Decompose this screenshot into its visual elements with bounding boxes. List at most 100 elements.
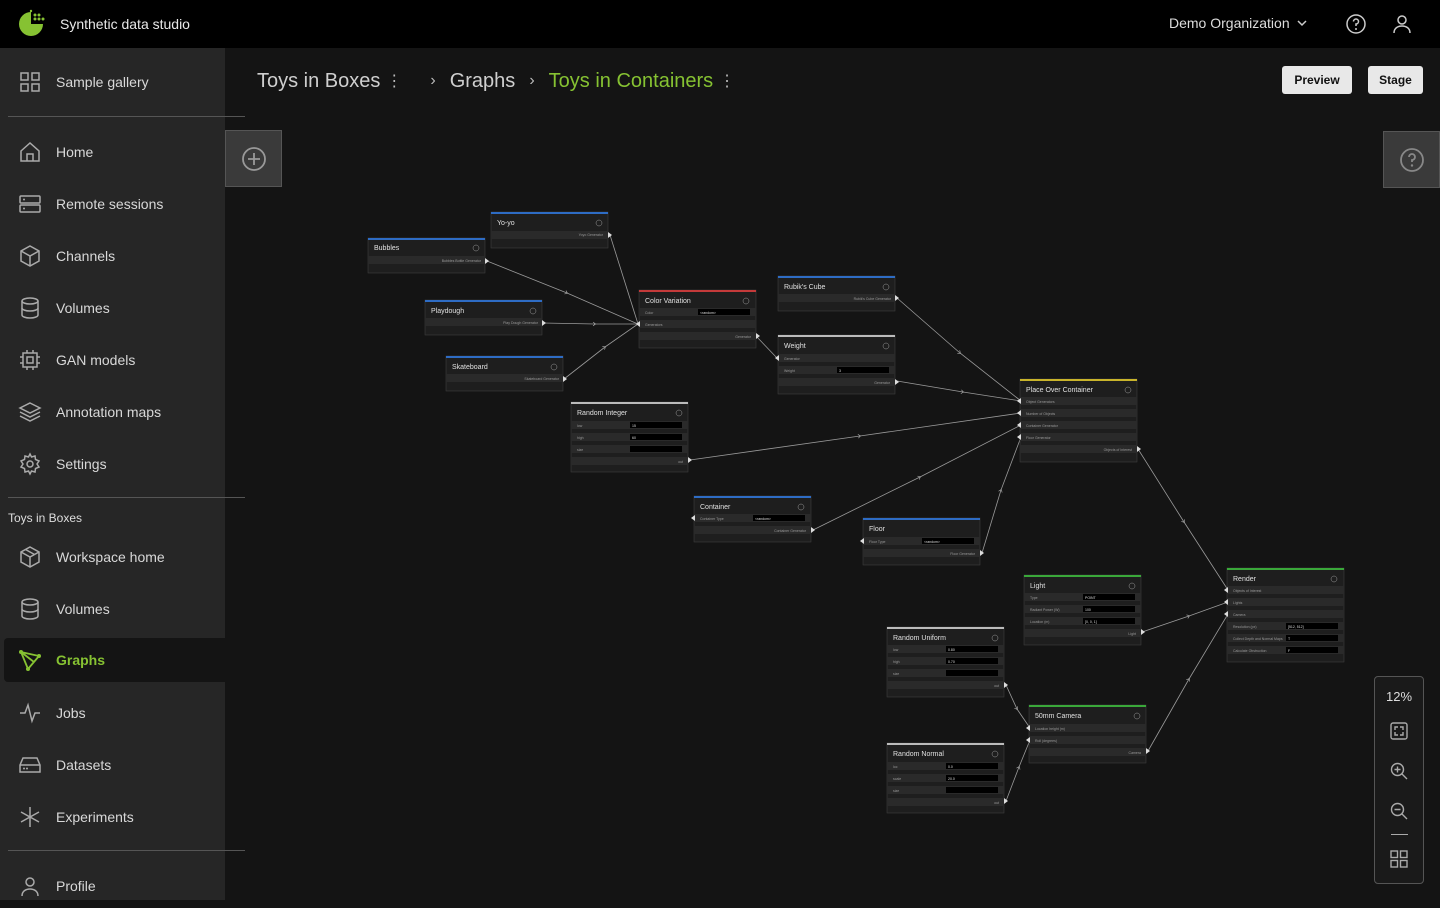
sidebar-item-gan-models[interactable]: GAN models bbox=[0, 338, 225, 382]
input-port[interactable] bbox=[775, 355, 779, 361]
light-type-field[interactable] bbox=[1083, 594, 1135, 600]
breadcrumb-workspace[interactable]: Toys in Boxes bbox=[257, 69, 381, 92]
sidebar-item-annotation-maps[interactable]: Annotation maps bbox=[0, 390, 225, 434]
grid-layout-icon[interactable] bbox=[1389, 849, 1409, 869]
info-icon[interactable] bbox=[1330, 575, 1338, 583]
input-port[interactable] bbox=[1017, 422, 1021, 428]
output-port[interactable] bbox=[1004, 682, 1008, 688]
more-options-icon[interactable]: ⋮ bbox=[719, 73, 736, 90]
node-color-variation[interactable]: Color Variation Color <random> Generator… bbox=[636, 289, 760, 349]
input-port[interactable] bbox=[1017, 398, 1021, 404]
size-field[interactable] bbox=[946, 670, 998, 676]
preview-button[interactable]: Preview bbox=[1282, 66, 1352, 94]
stage-button[interactable]: Stage bbox=[1368, 66, 1423, 94]
breadcrumb-section[interactable]: Graphs bbox=[449, 69, 516, 92]
low-field[interactable] bbox=[630, 422, 682, 428]
input-port[interactable] bbox=[1224, 611, 1228, 617]
info-icon[interactable] bbox=[797, 503, 805, 511]
input-port[interactable] bbox=[1017, 410, 1021, 416]
zoom-in-icon[interactable] bbox=[1389, 761, 1409, 781]
help-icon[interactable] bbox=[1344, 12, 1368, 36]
info-icon[interactable] bbox=[1128, 582, 1136, 590]
sidebar-item-volumes[interactable]: Volumes bbox=[0, 286, 225, 330]
input-port[interactable] bbox=[691, 515, 695, 521]
output-port[interactable] bbox=[811, 527, 815, 533]
input-port[interactable] bbox=[636, 321, 640, 327]
more-options-icon[interactable]: ⋮ bbox=[386, 73, 403, 90]
sidebar-item-jobs[interactable]: Jobs bbox=[0, 691, 225, 735]
input-port[interactable] bbox=[860, 538, 864, 544]
resolution-field[interactable] bbox=[1286, 623, 1338, 629]
info-icon[interactable] bbox=[595, 219, 603, 227]
info-icon[interactable] bbox=[882, 342, 890, 350]
sidebar-item-workspace-volumes[interactable]: Volumes bbox=[0, 587, 225, 631]
depth-maps-field[interactable] bbox=[1286, 635, 1338, 641]
input-port[interactable] bbox=[1017, 434, 1021, 440]
size-field[interactable] bbox=[630, 446, 682, 452]
info-icon[interactable] bbox=[675, 409, 683, 417]
sidebar-item-channels[interactable]: Channels bbox=[0, 234, 225, 278]
add-node-button[interactable] bbox=[225, 130, 282, 187]
input-port[interactable] bbox=[1026, 725, 1030, 731]
node-container[interactable]: Container Container Type <random> Contai… bbox=[691, 495, 815, 543]
color-field[interactable] bbox=[698, 309, 750, 315]
input-port[interactable] bbox=[1026, 737, 1030, 743]
node-render[interactable]: Render Objects of Interest Lights Camera… bbox=[1224, 567, 1345, 663]
container-type-field[interactable] bbox=[753, 515, 805, 521]
low-field[interactable] bbox=[946, 646, 998, 652]
node-floor[interactable]: Floor Floor Type <random> Floor Generato… bbox=[860, 517, 984, 566]
radiant-power-field[interactable] bbox=[1083, 606, 1135, 612]
output-port[interactable] bbox=[563, 376, 567, 382]
fit-view-icon[interactable] bbox=[1389, 721, 1409, 741]
output-port[interactable] bbox=[756, 333, 760, 339]
sidebar-item-remote-sessions[interactable]: Remote sessions bbox=[0, 182, 225, 226]
output-port[interactable] bbox=[1137, 446, 1141, 452]
info-icon[interactable] bbox=[742, 297, 750, 305]
info-icon[interactable] bbox=[882, 283, 890, 291]
organization-selector[interactable]: Demo Organization bbox=[1169, 15, 1308, 31]
node-playdough[interactable]: Playdough Play Dough Generator bbox=[424, 299, 546, 336]
graph-canvas[interactable]: Yo-yo Yoyo Generator Bubbles Bubbles Bot… bbox=[225, 96, 1440, 900]
info-icon[interactable] bbox=[472, 244, 480, 252]
size-field[interactable] bbox=[946, 787, 998, 793]
input-port[interactable] bbox=[1224, 599, 1228, 605]
user-account-icon[interactable] bbox=[1390, 12, 1414, 36]
node-light[interactable]: Light Type POINT Radiant Power (W) 100 L… bbox=[1023, 574, 1145, 646]
location-field[interactable] bbox=[1083, 618, 1135, 624]
output-port[interactable] bbox=[980, 550, 984, 556]
output-port[interactable] bbox=[1004, 798, 1008, 804]
info-icon[interactable] bbox=[1133, 712, 1141, 720]
sidebar-item-home[interactable]: Home bbox=[0, 130, 225, 174]
high-field[interactable] bbox=[946, 658, 998, 664]
info-icon[interactable] bbox=[1124, 386, 1132, 394]
weight-field[interactable] bbox=[837, 367, 889, 373]
output-port[interactable] bbox=[1146, 748, 1150, 754]
input-port[interactable] bbox=[1224, 587, 1228, 593]
sidebar-item-graphs[interactable]: Graphs bbox=[4, 638, 225, 682]
high-field[interactable] bbox=[630, 434, 682, 440]
output-port[interactable] bbox=[1141, 629, 1145, 635]
help-panel-button[interactable] bbox=[1383, 131, 1440, 188]
sidebar-item-profile[interactable]: Profile bbox=[0, 864, 225, 908]
sidebar-item-workspace-home[interactable]: Workspace home bbox=[0, 535, 225, 579]
sidebar-item-experiments[interactable]: Experiments bbox=[0, 795, 225, 839]
node-place-over-container[interactable]: Place Over Container Object Generators N… bbox=[1017, 378, 1141, 463]
node-random-uniform[interactable]: Random Uniform low 0.80 high 0.70 size o… bbox=[886, 626, 1008, 698]
floor-type-field[interactable] bbox=[922, 538, 974, 544]
info-icon[interactable] bbox=[991, 634, 999, 642]
output-port[interactable] bbox=[485, 258, 489, 264]
output-port[interactable] bbox=[895, 379, 899, 385]
zoom-out-icon[interactable] bbox=[1389, 801, 1409, 821]
output-port[interactable] bbox=[895, 295, 899, 301]
node-camera[interactable]: 50mm Camera Location height (m) Roll (de… bbox=[1026, 704, 1150, 764]
node-bubbles[interactable]: Bubbles Bubbles Bottle Generator bbox=[367, 237, 489, 274]
sidebar-item-settings[interactable]: Settings bbox=[0, 442, 225, 486]
loc-field[interactable] bbox=[946, 763, 998, 769]
output-port[interactable] bbox=[608, 232, 612, 238]
obstruction-field[interactable] bbox=[1286, 647, 1338, 653]
sidebar-item-sample-gallery[interactable]: Sample gallery bbox=[0, 60, 225, 104]
info-icon[interactable] bbox=[991, 750, 999, 758]
sidebar-item-datasets[interactable]: Datasets bbox=[0, 743, 225, 787]
output-port[interactable] bbox=[688, 457, 692, 463]
node-random-integer[interactable]: Random Integer low 15 high 60 size out bbox=[570, 401, 692, 473]
